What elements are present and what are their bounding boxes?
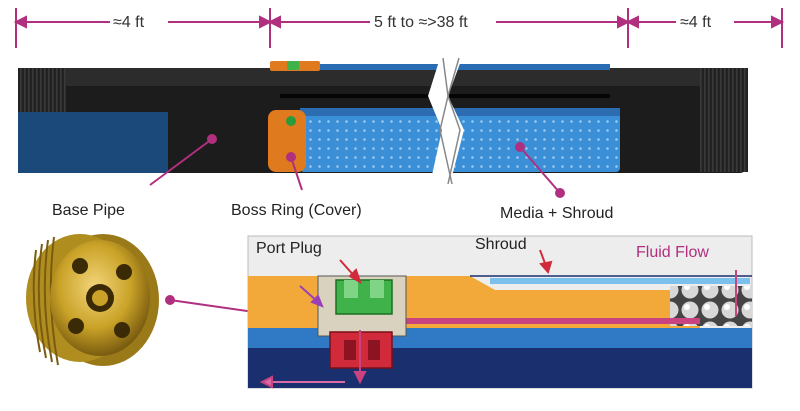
left-thread (18, 68, 66, 112)
label-shroud: Shroud (475, 236, 527, 253)
dimension-right: ≈4 ft (680, 14, 712, 31)
port-plug-photo (12, 222, 174, 382)
port-plug-icon (26, 234, 159, 366)
boss-ring (268, 110, 306, 172)
label-base-pipe: Base Pipe (52, 202, 125, 219)
screen-assembly (18, 57, 748, 185)
dimension-middle: 5 ft to ≈>38 ft (374, 14, 468, 31)
dimension-left: ≈4 ft (113, 14, 145, 31)
base-pipe-blue-section (18, 112, 168, 173)
flow-arrows (259, 270, 737, 389)
red-pointers (339, 249, 553, 285)
right-thread (700, 68, 748, 172)
section-shroud (490, 278, 750, 284)
label-port-plug: Port Plug (256, 240, 322, 257)
pointer-lines (149, 134, 565, 198)
cross-section (247, 235, 753, 389)
label-fluid-flow: Fluid Flow (636, 244, 709, 261)
label-media-shroud: Media + Shroud (500, 205, 614, 222)
label-boss-ring: Boss Ring (Cover) (231, 202, 362, 219)
